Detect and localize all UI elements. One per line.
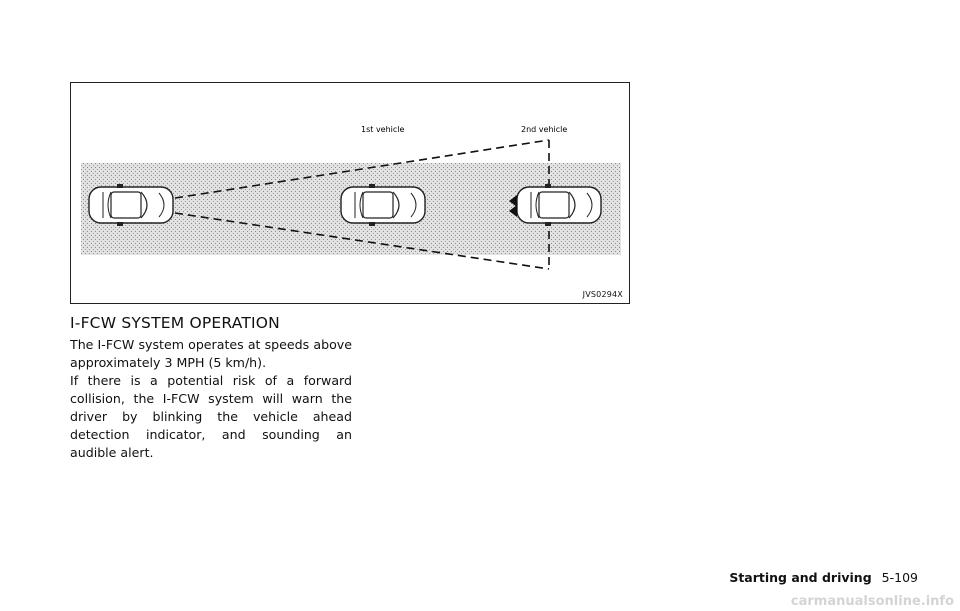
section-title: I-FCW SYSTEM OPERATION <box>70 314 280 332</box>
host-vehicle <box>88 183 174 227</box>
page-number: 5-109 <box>881 570 918 585</box>
second-vehicle <box>516 183 602 227</box>
paragraph: If there is a potential risk of a forwar… <box>70 373 352 460</box>
paragraph: The I-FCW system operates at speeds abov… <box>70 337 352 370</box>
fcw-diagram: 1st vehicle 2nd vehicle <box>81 125 621 270</box>
diagram-figure: 1st vehicle 2nd vehicle JVS0294X <box>70 82 630 304</box>
page-footer: Starting and driving 5-109 <box>729 570 918 585</box>
figure-code: JVS0294X <box>582 290 623 299</box>
detection-marker-icon <box>509 195 517 217</box>
footer-section-name: Starting and driving <box>729 570 872 585</box>
first-vehicle <box>340 183 426 227</box>
watermark: carmanualsonline.info <box>790 594 954 609</box>
label-first-vehicle: 1st vehicle <box>361 125 405 134</box>
label-second-vehicle: 2nd vehicle <box>521 125 567 134</box>
radar-beam <box>174 139 550 270</box>
